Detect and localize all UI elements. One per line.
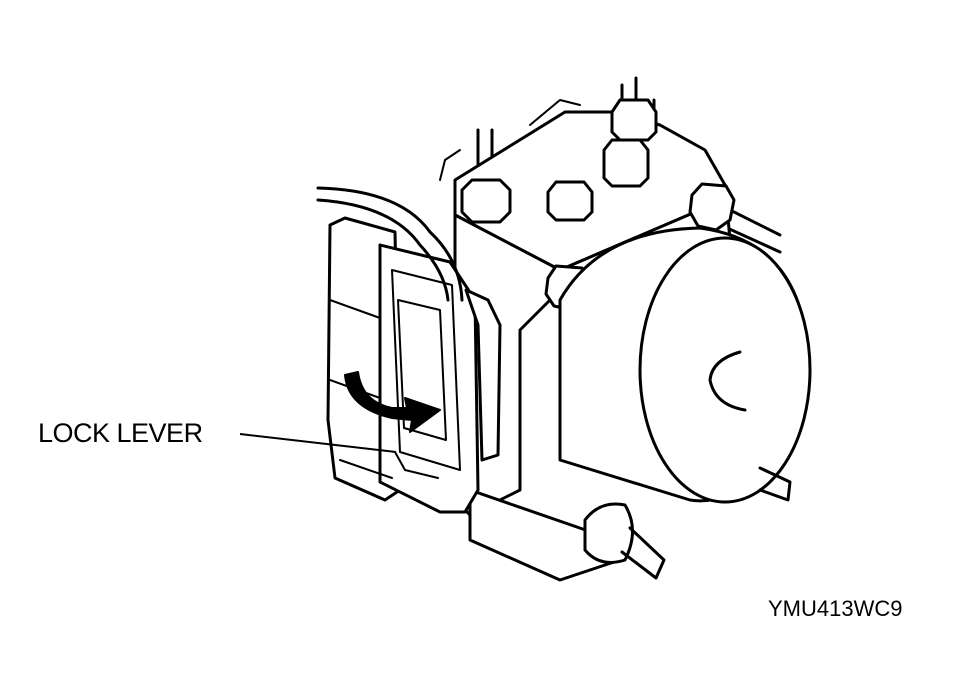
pump-motor [558,226,812,504]
harness-connector [326,216,480,514]
callout-leader-line [239,433,397,453]
figure-code: YMU413WC9 [768,596,903,621]
wire-harness-cable [316,186,502,462]
lower-pipe [583,502,666,580]
lock-lever-label: LOCK LEVER [38,418,203,448]
rotation-arrow-icon [344,371,441,433]
